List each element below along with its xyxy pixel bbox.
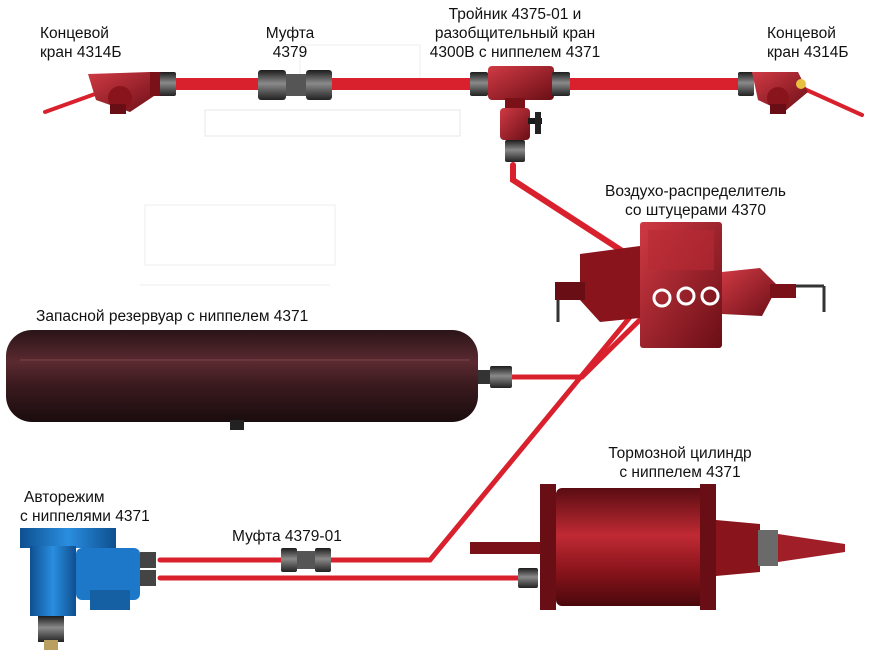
label-coupling-top: Муфта 4379 xyxy=(265,25,315,61)
label-distributor: Воздухо-распределитель со штуцерами 4370 xyxy=(605,183,786,219)
background-traces xyxy=(140,44,461,286)
air-distributor xyxy=(555,222,826,348)
coupling-top xyxy=(258,70,332,100)
end-valve-right xyxy=(738,72,808,114)
label-coupling-bottom: Муфта 4379-01 xyxy=(232,528,342,545)
pipes xyxy=(43,78,864,581)
label-brake-cylinder: Тормозной цилиндр с ниппелем 4371 xyxy=(608,445,752,481)
autoregime xyxy=(20,528,156,650)
label-autoregime: Авторежим с ниппелями 4371 xyxy=(20,489,150,525)
label-tee-valve: Тройник 4375-01 и разобщительный кран 43… xyxy=(429,6,601,61)
pipe-coupling-distributor xyxy=(328,302,643,563)
coupling-bottom xyxy=(281,548,331,572)
tee-valve xyxy=(470,66,570,162)
reserve-tank xyxy=(6,330,512,430)
label-reserve-tank: Запасной резервуар с ниппелем 4371 xyxy=(36,308,309,325)
brake-cylinder xyxy=(470,484,845,610)
label-end-valve-right: Концевой кран 4314Б xyxy=(767,25,849,61)
label-end-valve-left: Концевой кран 4314Б xyxy=(40,25,122,61)
hose-right xyxy=(798,85,864,117)
end-valve-left xyxy=(88,72,176,114)
